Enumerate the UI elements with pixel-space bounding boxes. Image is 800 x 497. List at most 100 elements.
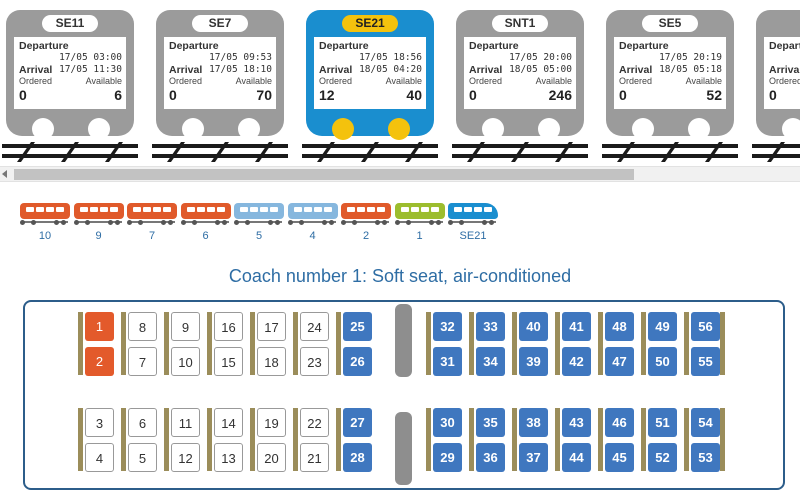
seat[interactable]: 22: [300, 408, 329, 437]
coach-window: [400, 207, 409, 212]
coach-icon[interactable]: 4: [287, 203, 340, 242]
seat[interactable]: 56: [691, 312, 720, 341]
seat[interactable]: 32: [433, 312, 462, 341]
coach-icon[interactable]: 9: [73, 203, 126, 242]
seat[interactable]: 40: [519, 312, 548, 341]
seat[interactable]: 26: [343, 347, 372, 376]
seat[interactable]: 10: [171, 347, 200, 376]
coach-window: [420, 207, 429, 212]
seat[interactable]: 46: [605, 408, 634, 437]
scroll-thumb[interactable]: [14, 169, 634, 180]
scroll-left-icon[interactable]: [2, 170, 7, 178]
seat[interactable]: 48: [605, 312, 634, 341]
train-card[interactable]: DepartureArrivalOrderedAvailable0: [752, 10, 800, 162]
coach-body: [234, 203, 284, 219]
seat[interactable]: 45: [605, 443, 634, 472]
seat[interactable]: 18: [257, 347, 286, 376]
seat[interactable]: 28: [343, 443, 372, 472]
seat[interactable]: 38: [519, 408, 548, 437]
seat-back: [469, 312, 474, 375]
coach-icon[interactable]: 10: [20, 203, 72, 242]
seat[interactable]: 35: [476, 408, 505, 437]
coach-window: [36, 207, 44, 212]
coach-window: [454, 207, 462, 212]
seat[interactable]: 17: [257, 312, 286, 341]
seat[interactable]: 55: [691, 347, 720, 376]
seat[interactable]: 20: [257, 443, 286, 472]
seat[interactable]: 4: [85, 443, 114, 472]
seat[interactable]: 16: [214, 312, 243, 341]
seat[interactable]: 37: [519, 443, 548, 472]
coach-icon[interactable]: 6: [180, 203, 233, 242]
seat[interactable]: 15: [214, 347, 243, 376]
seat[interactable]: 33: [476, 312, 505, 341]
seat[interactable]: 25: [343, 312, 372, 341]
available-label: Available: [535, 76, 572, 86]
seat[interactable]: 54: [691, 408, 720, 437]
seat[interactable]: 3: [85, 408, 114, 437]
count-values: 0: [769, 87, 800, 103]
seat[interactable]: 53: [691, 443, 720, 472]
seat[interactable]: 41: [562, 312, 591, 341]
seat[interactable]: 52: [648, 443, 677, 472]
arrival-value: 17/05 18:10: [209, 64, 272, 75]
seat[interactable]: 13: [214, 443, 243, 472]
coach-axle: [129, 221, 175, 223]
coach-window: [109, 207, 118, 212]
train-list-scrollbar[interactable]: [0, 166, 800, 182]
seat[interactable]: 44: [562, 443, 591, 472]
coach-window: [323, 207, 332, 212]
seat[interactable]: 29: [433, 443, 462, 472]
coach-wheels: [287, 219, 338, 225]
coach-icon[interactable]: 1: [394, 203, 447, 242]
seat[interactable]: 8: [128, 312, 157, 341]
locomotive-icon[interactable]: SE21: [448, 203, 500, 242]
seat[interactable]: 6: [128, 408, 157, 437]
seat[interactable]: 51: [648, 408, 677, 437]
seat[interactable]: 23: [300, 347, 329, 376]
seat[interactable]: 43: [562, 408, 591, 437]
coach-title: Coach number 1: Soft seat, air-condition…: [228, 266, 572, 286]
seat[interactable]: 47: [605, 347, 634, 376]
seat[interactable]: 24: [300, 312, 329, 341]
ordered-label: Ordered: [319, 76, 353, 86]
coach-wheels: [20, 219, 70, 225]
coach-icon[interactable]: 2: [341, 203, 393, 242]
seat[interactable]: 9: [171, 312, 200, 341]
arrival-value: 17/05 11:30: [59, 64, 122, 75]
seat[interactable]: 1: [85, 312, 114, 341]
seat[interactable]: 49: [648, 312, 677, 341]
seat[interactable]: 12: [171, 443, 200, 472]
seat[interactable]: 30: [433, 408, 462, 437]
departure-time: 17/05 20:19: [619, 52, 722, 64]
seat[interactable]: 50: [648, 347, 677, 376]
seat[interactable]: 39: [519, 347, 548, 376]
seat[interactable]: 5: [128, 443, 157, 472]
coach-body: [127, 203, 177, 219]
coach-number: 7: [148, 230, 156, 242]
seat[interactable]: 7: [128, 347, 157, 376]
ordered-count: 0: [19, 87, 27, 103]
seat[interactable]: 27: [343, 408, 372, 437]
seat[interactable]: 31: [433, 347, 462, 376]
coach-icon[interactable]: 7: [127, 203, 179, 242]
seat[interactable]: 21: [300, 443, 329, 472]
wheel-icon: [341, 220, 346, 225]
seat[interactable]: 42: [562, 347, 591, 376]
seat[interactable]: 14: [214, 408, 243, 437]
seat[interactable]: 34: [476, 347, 505, 376]
seat[interactable]: 36: [476, 443, 505, 472]
coach-icon[interactable]: 5: [234, 203, 286, 242]
seat[interactable]: 19: [257, 408, 286, 437]
seat[interactable]: 11: [171, 408, 200, 437]
seat[interactable]: 2: [85, 347, 114, 376]
